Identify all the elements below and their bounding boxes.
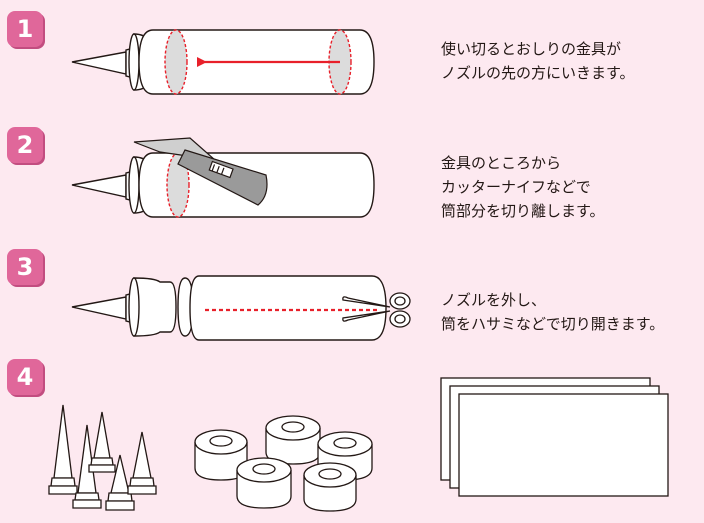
step-2-line-1: 金具のところから <box>441 154 562 172</box>
ring <box>194 429 248 481</box>
step-3-tube-icon <box>71 275 387 341</box>
step-2-badge: 2 <box>7 127 43 163</box>
step-2-text: 金具のところから カッターナイフなどで 筒部分を切り離します。 <box>441 151 605 223</box>
step-1-text: 使い切るとおしりの金具が ノズルの先の方にいきます。 <box>441 37 635 85</box>
ring <box>236 457 292 509</box>
step-1-tube-icon <box>71 29 375 95</box>
step-4-badge: 4 <box>7 359 43 395</box>
nozzle-cone <box>127 431 157 495</box>
step-3-badge: 3 <box>7 249 43 285</box>
ring <box>265 415 321 465</box>
step-3-line-2: 筒をハサミなどで切り開きます。 <box>441 315 665 333</box>
step-3-text: ノズルを外し、 筒をハサミなどで切り開きます。 <box>441 288 664 336</box>
cutter-knife-icon <box>133 137 268 206</box>
ring <box>303 462 357 512</box>
step-1-line-1: 使い切るとおしりの金具が <box>441 40 622 58</box>
metal-rings-icon <box>194 415 373 512</box>
nozzle-cone <box>105 454 135 511</box>
nozzle-cones-icon <box>48 404 157 511</box>
step-3-line-1: ノズルを外し、 <box>441 291 547 309</box>
step-1-badge: 1 <box>7 11 43 47</box>
step-1-line-2: ノズルの先の方にいきます。 <box>441 64 635 82</box>
step-2-line-3: 筒部分を切り離します。 <box>441 202 605 220</box>
paper-sheets-icon <box>440 377 669 497</box>
step-2-line-2: カッターナイフなどで <box>441 178 591 196</box>
nozzle-cone <box>48 404 78 495</box>
scissors-icon <box>342 292 411 328</box>
nozzle-cone <box>88 411 116 473</box>
